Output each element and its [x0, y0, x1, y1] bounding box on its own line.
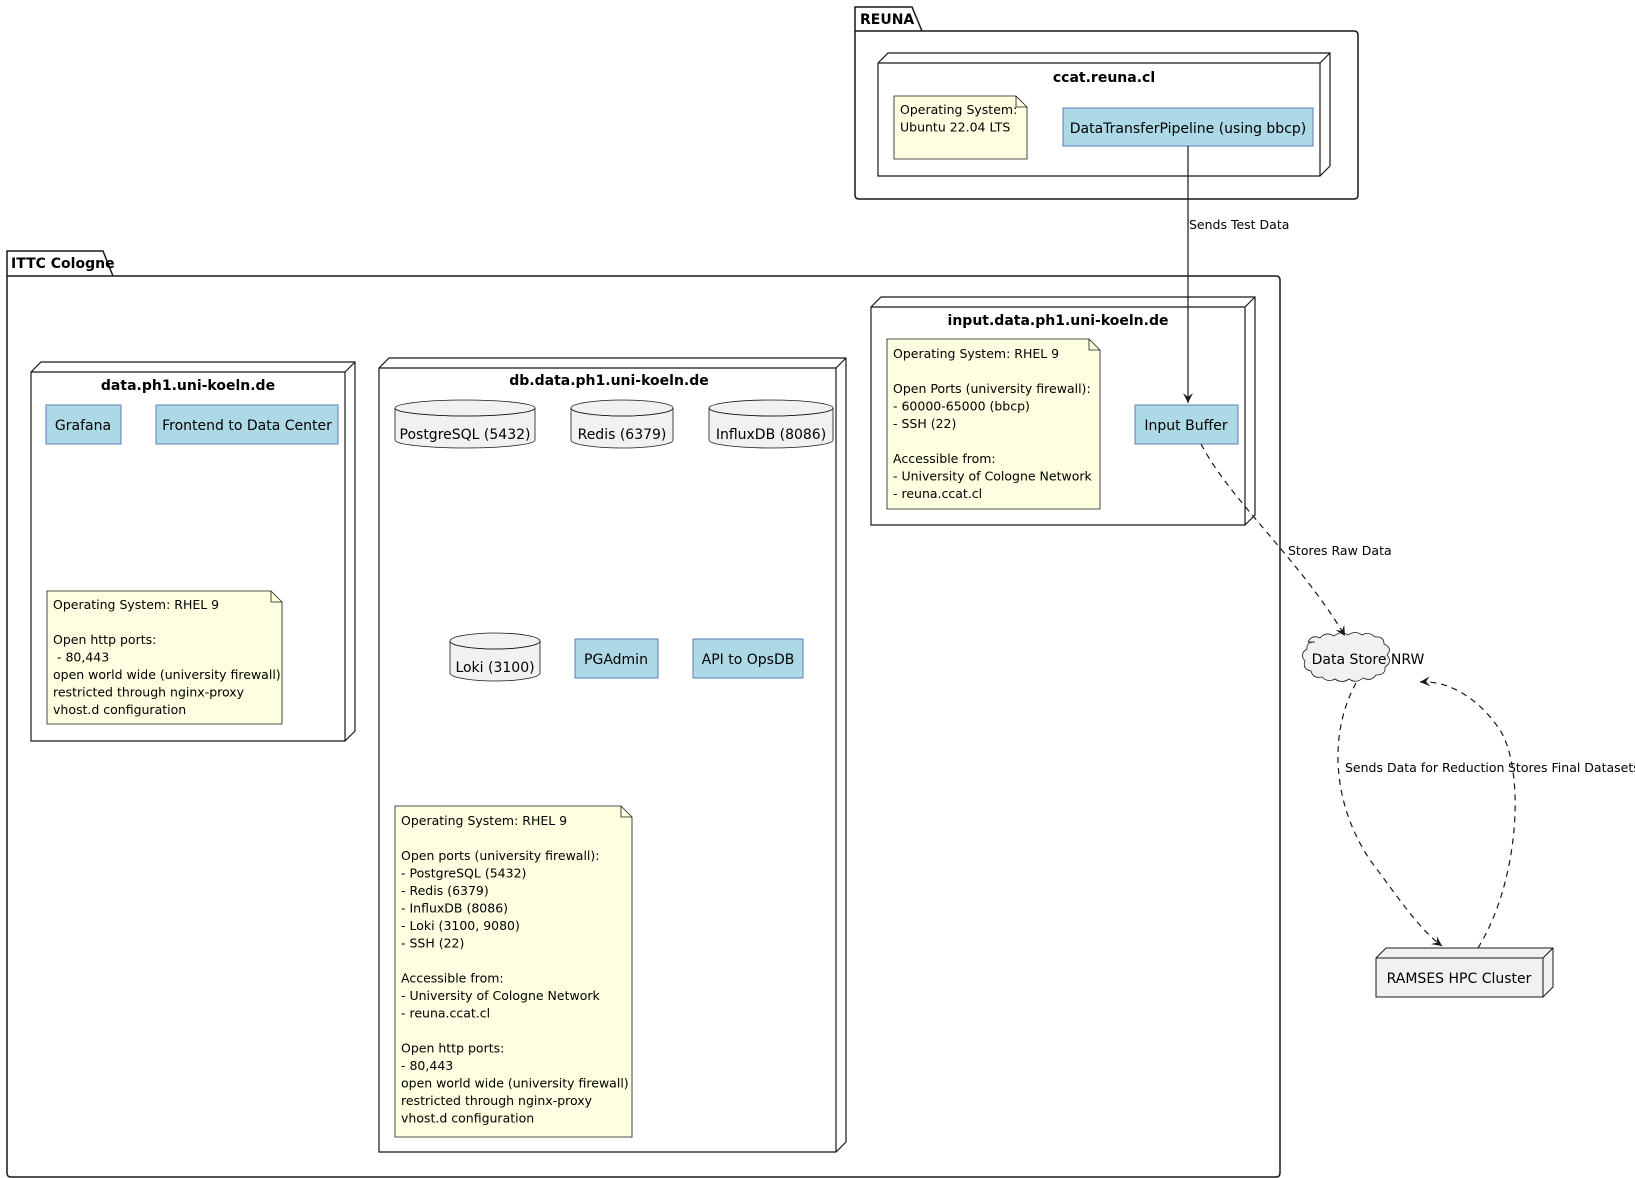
cloud-data-store-label: Data Store NRW — [1312, 652, 1425, 668]
component-grafana-label: Grafana — [55, 418, 111, 434]
note-data-line: - 80,443 — [53, 650, 109, 665]
note-db-line: - InfluxDB (8086) — [401, 901, 508, 916]
note-input-text: Operating System: RHEL 9 Open Ports (univ… — [893, 346, 1093, 501]
note-ccat-text: Operating System: Ubuntu 22.04 LTS — [900, 102, 1017, 135]
note-db-line: Open http ports: — [401, 1041, 504, 1056]
component-pipeline-label: DataTransferPipeline (using bbcp) — [1070, 121, 1307, 137]
node-input-title: input.data.ph1.uni-koeln.de — [948, 313, 1169, 329]
note-db-line: - Loki (3100, 9080) — [401, 918, 520, 933]
component-frontend[interactable]: Frontend to Data Center — [155, 404, 339, 445]
database-redis[interactable]: Redis (6379) — [570, 399, 674, 449]
note-data-line: Open http ports: — [53, 632, 156, 647]
note-db-line: Accessible from: — [401, 971, 504, 986]
edge-stores-final: Stores Final Datasets — [1419, 676, 1635, 949]
note-data-line: vhost.d configuration — [53, 702, 186, 717]
note-input-line: - SSH (22) — [893, 416, 956, 431]
note-db-line: - Redis (6379) — [401, 883, 489, 898]
note-ccat-line: Operating System: — [900, 102, 1017, 117]
note-db-line: open world wide (university firewall) — [401, 1076, 629, 1091]
component-input-buffer[interactable]: Input Buffer — [1134, 404, 1239, 445]
note-input-line: - 60000-65000 (bbcp) — [893, 399, 1030, 414]
note-db-line: - reuna.ccat.cl — [401, 1006, 490, 1021]
note-data-line: open world wide (university firewall) — [53, 667, 281, 682]
database-influx-label: InfluxDB (8086) — [716, 427, 826, 443]
note-ccat: Operating System: Ubuntu 22.04 LTS — [893, 95, 1028, 160]
note-db-line: Operating System: RHEL 9 — [401, 813, 567, 828]
note-db-line: Open ports (university firewall): — [401, 848, 600, 863]
note-db: Operating System: RHEL 9 Open ports (univ… — [394, 805, 633, 1138]
note-data: Operating System: RHEL 9 Open http ports:… — [46, 590, 283, 725]
note-db-line: restricted through nginx-proxy — [401, 1093, 593, 1108]
database-postgres[interactable]: PostgreSQL (5432) — [394, 399, 536, 449]
node-ccat-title: ccat.reuna.cl — [1053, 70, 1155, 86]
edge-stores-raw-data-label: Stores Raw Data — [1288, 543, 1392, 558]
node-ramses[interactable]: RAMSES HPC Cluster — [1375, 947, 1554, 998]
edge-stores-raw-data: Stores Raw Data — [1200, 443, 1392, 637]
component-frontend-label: Frontend to Data Center — [162, 418, 332, 434]
note-db-line: vhost.d configuration — [401, 1111, 534, 1126]
component-api-label: API to OpsDB — [702, 652, 795, 668]
edge-sends-test-data-label: Sends Test Data — [1189, 217, 1289, 232]
component-input-buffer-label: Input Buffer — [1144, 418, 1227, 434]
note-input-line: Accessible from: — [893, 451, 996, 466]
package-ittc-label: ITTC Cologne — [11, 256, 115, 272]
database-postgres-label: PostgreSQL (5432) — [400, 427, 531, 443]
note-db-line: - University of Cologne Network — [401, 988, 601, 1003]
note-input-line: - University of Cologne Network — [893, 469, 1093, 484]
component-grafana[interactable]: Grafana — [45, 404, 122, 445]
cloud-data-store[interactable]: Data Store NRW — [1302, 632, 1425, 682]
node-db-title: db.data.ph1.uni-koeln.de — [509, 373, 709, 389]
component-pgadmin[interactable]: PGAdmin — [574, 638, 659, 679]
note-input-line: Open Ports (university firewall): — [893, 381, 1091, 396]
node-data-title: data.ph1.uni-koeln.de — [101, 378, 275, 394]
database-redis-label: Redis (6379) — [578, 427, 667, 443]
component-pgadmin-label: PGAdmin — [584, 652, 648, 668]
note-db-text: Operating System: RHEL 9 Open ports (univ… — [401, 813, 629, 1126]
edge-sends-for-reduction: Sends Data for Reduction — [1337, 682, 1504, 947]
component-api[interactable]: API to OpsDB — [692, 638, 804, 679]
note-input-line: Operating System: RHEL 9 — [893, 346, 1059, 361]
node-ramses-label: RAMSES HPC Cluster — [1387, 971, 1532, 987]
edge-stores-final-label: Stores Final Datasets — [1508, 760, 1635, 775]
database-loki[interactable]: Loki (3100) — [449, 632, 541, 682]
note-db-line: - PostgreSQL (5432) — [401, 866, 526, 881]
note-data-text: Operating System: RHEL 9 Open http ports:… — [53, 597, 281, 717]
note-input-line: - reuna.ccat.cl — [893, 486, 982, 501]
note-data-line: Operating System: RHEL 9 — [53, 597, 219, 612]
component-pipeline[interactable]: DataTransferPipeline (using bbcp) — [1062, 107, 1314, 147]
note-db-line: - SSH (22) — [401, 936, 464, 951]
database-influx[interactable]: InfluxDB (8086) — [708, 399, 834, 449]
note-ccat-line: Ubuntu 22.04 LTS — [900, 120, 1010, 135]
edge-sends-test-data: Sends Test Data — [1183, 146, 1289, 403]
package-reuna-label: REUNA — [860, 12, 914, 28]
database-loki-label: Loki (3100) — [455, 660, 534, 676]
note-db-line: - 80,443 — [401, 1058, 453, 1073]
note-input: Operating System: RHEL 9 Open Ports (univ… — [886, 338, 1101, 510]
note-data-line: restricted through nginx-proxy — [53, 685, 245, 700]
edge-sends-for-reduction-label: Sends Data for Reduction — [1345, 760, 1504, 775]
